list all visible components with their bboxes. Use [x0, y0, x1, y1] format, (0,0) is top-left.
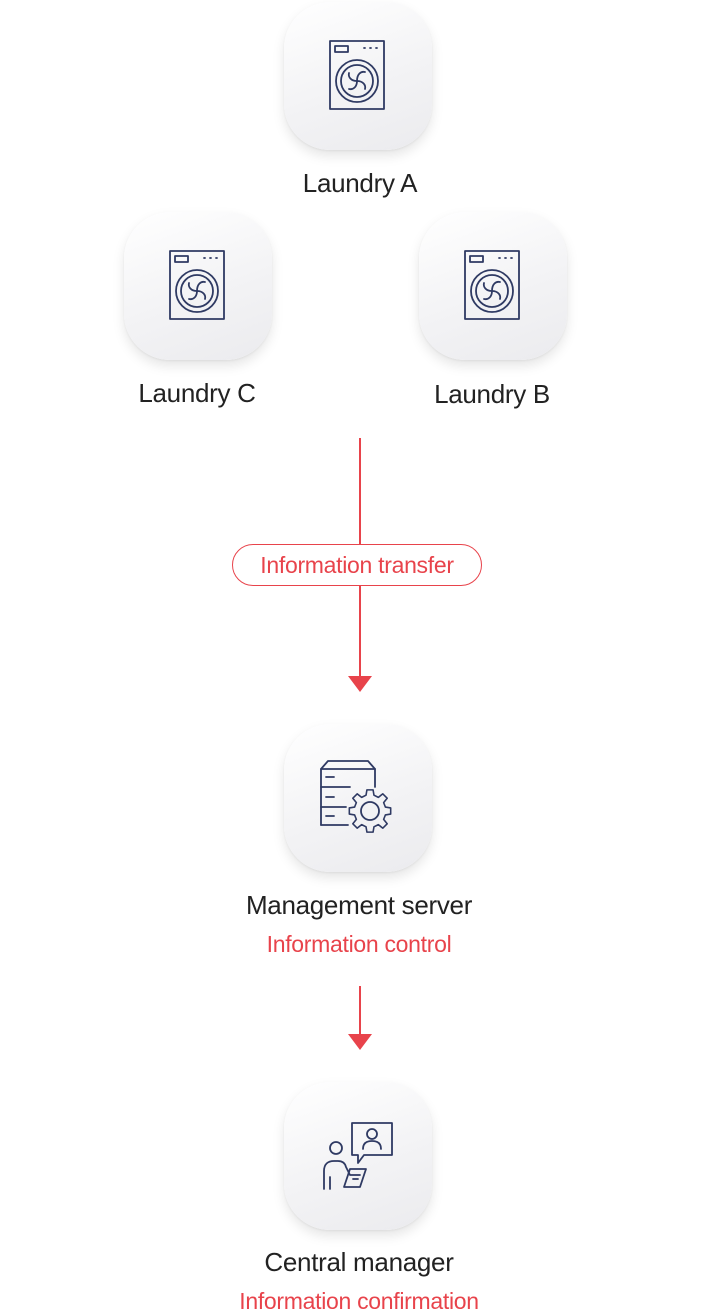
laundry-c-label: Laundry C	[138, 378, 256, 408]
laundry-a-node	[284, 2, 432, 150]
laundry-b-node	[419, 212, 567, 360]
laundry-b-label: Laundry B	[434, 379, 550, 409]
laundry-a-label: Laundry A	[302, 168, 418, 198]
information-confirmation-label: Information confirmation	[239, 1288, 479, 1314]
control-connector-line	[359, 986, 361, 1034]
management-server-node	[284, 724, 432, 872]
washing-machine-icon	[328, 39, 388, 113]
washing-machine-icon	[168, 249, 228, 323]
transfer-arrowhead	[348, 676, 372, 692]
central-manager-label: Central manager	[264, 1247, 454, 1277]
server-gear-icon	[318, 757, 398, 839]
laundry-c-node	[124, 212, 272, 360]
information-control-label: Information control	[266, 931, 452, 957]
information-transfer-badge: Information transfer	[232, 544, 482, 586]
manager-chat-icon	[320, 1119, 396, 1193]
control-arrowhead	[348, 1034, 372, 1050]
management-server-label: Management server	[245, 890, 473, 920]
washing-machine-icon	[463, 249, 523, 323]
central-manager-node	[284, 1082, 432, 1230]
